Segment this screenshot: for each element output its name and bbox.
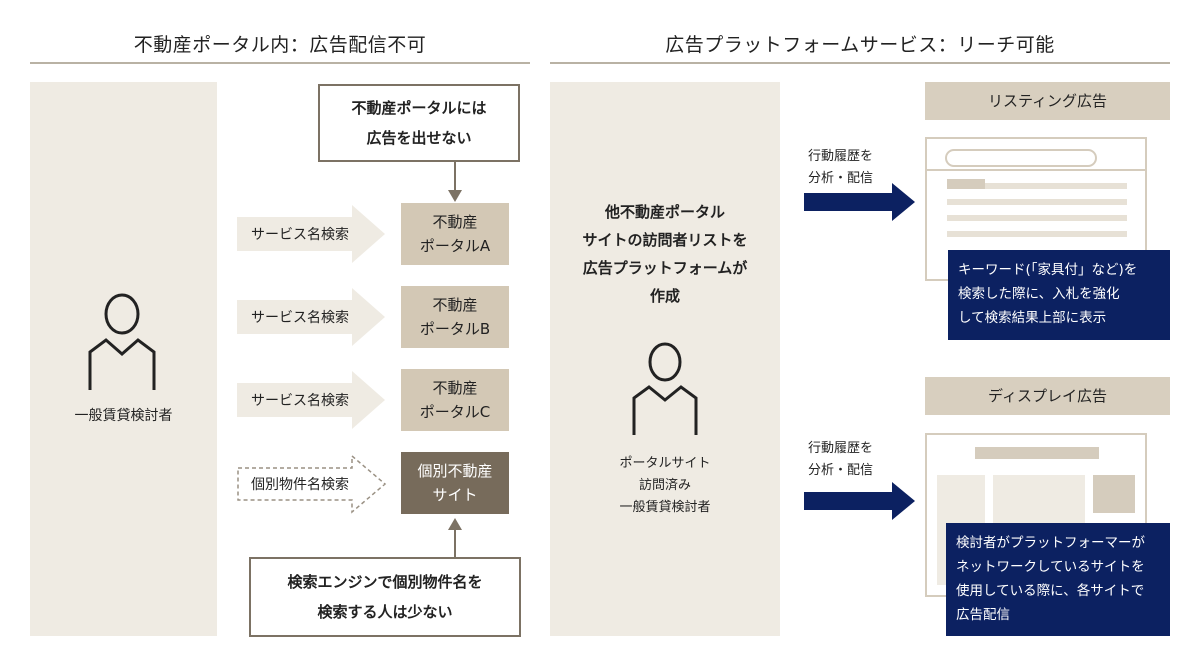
platform-panel [550,82,780,636]
analysis-label-2: 行動履歴を 分析・配信 [808,438,873,482]
portal-c-box: 不動産ポータルC [401,369,509,431]
search-row-a: サービス名検索 [237,205,387,263]
portal-b-line-2: ポータルB [419,320,491,338]
analysis-1-line-2: 分析・配信 [808,171,874,186]
listing-ad-description: キーワード(「家具付」など)を 検索した際に、入札を強化 して検索結果上部に表示 [948,250,1170,340]
portal-a-line-2: ポータルA [419,237,491,255]
platform-desc-line-1: 他不動産ポータル [604,203,725,221]
analysis-2-line-1: 行動履歴を [808,441,874,456]
mock-line-3 [947,215,1127,221]
search-label-a: サービス名検索 [251,227,349,243]
portal-a-box: 不動産ポータルA [401,203,509,265]
note-top-line-2: 広告を出せない [366,129,472,147]
analysis-label-1: 行動履歴を 分析・配信 [808,146,873,190]
search-label-c: サービス名検索 [251,393,349,409]
display-ad-label: ディスプレイ広告 [925,377,1170,415]
display-desc-line-3: 使用している際に、各サイトで [956,583,1145,599]
mock-line-2 [947,199,1127,205]
mock-line-1 [947,179,985,189]
listing-ad-label: リスティング広告 [925,82,1170,120]
visitor-label: ポータルサイト 訪問済み 一般賃貸検討者 [550,453,780,519]
navy-arrow-right-2 [804,482,915,520]
searcher-panel [30,82,217,636]
navy-arrow-right-1 [804,183,915,221]
right-section-title: 広告プラットフォームサービス：リーチ可能 [665,34,1055,56]
platform-desc-line-3: 広告プラットフォームが [582,259,748,277]
analysis-2-line-2: 分析・配信 [808,463,874,478]
mock-search-bar [945,149,1097,167]
search-arrow-b [237,288,385,346]
platform-desc-line-2: サイトの訪問者リストを [582,231,748,249]
listing-desc-line-3: して検索結果上部に表示 [958,310,1107,326]
note-top-line-1: 不動産ポータルには [351,99,487,117]
listing-desc-line-2: 検索した際に、入札を強化 [958,286,1120,302]
portal-b-line-1: 不動産 [432,296,478,314]
portal-c-line-2: ポータルC [419,403,491,421]
individual-site-line-2: サイト [432,486,478,504]
person-icon [88,293,156,390]
portal-c-line-1: 不動産 [432,379,478,397]
search-row-property: 個別物件名検索 [237,455,387,513]
listing-desc-line-1: キーワード(「家具付」など)を [958,262,1138,278]
platform-desc-line-4: 作成 [649,287,680,305]
mock-divider [927,169,1145,171]
display-desc-line-1: 検討者がプラットフォーマーが [956,535,1145,551]
search-label-property: 個別物件名検索 [251,477,349,493]
search-arrow-c [237,371,385,429]
search-row-b: サービス名検索 [237,288,387,346]
portal-a-line-1: 不動産 [432,213,478,231]
display-ad-description: 検討者がプラットフォーマーが ネットワークしているサイトを 使用している際に、各… [946,523,1170,636]
searcher-label: 一般賃貸検討者 [74,408,173,424]
left-title-rule [30,62,530,64]
right-title-rule [550,62,1170,64]
visitor-person-icon [632,342,698,435]
visitor-label-line-2: 訪問済み [638,478,691,493]
note-bottom-line-1: 検索エンジンで個別物件名を [287,573,483,591]
display-mock-header [975,447,1099,459]
display-desc-line-2: ネットワークしているサイトを [956,559,1145,575]
visitor-label-line-1: ポータルサイト [619,456,711,471]
left-section-title: 不動産ポータル内：広告配信不可 [133,34,427,56]
individual-site-box: 個別不動産サイト [401,452,509,514]
mock-line-1b [985,183,1127,189]
note-bottom-line-2: 検索する人は少ない [317,603,453,621]
portal-b-box: 不動産ポータルB [401,286,509,348]
search-label-b: サービス名検索 [251,310,349,326]
display-desc-line-4: 広告配信 [956,607,1010,623]
mock-line-4 [947,231,1127,237]
note-cannot-advertise: 不動産ポータルには広告を出せない [318,84,520,162]
search-row-c: サービス名検索 [237,371,387,429]
note-few-searchers: 検索エンジンで個別物件名を検索する人は少ない [249,557,521,637]
arrow-up-note [448,518,462,558]
display-mock-ad-slot [1093,475,1135,513]
arrow-down-note [448,160,462,202]
visitor-label-line-3: 一般賃貸検討者 [619,500,711,515]
platform-description: 他不動産ポータル サイトの訪問者リストを 広告プラットフォームが 作成 [550,198,780,310]
individual-site-line-1: 個別不動産 [417,462,493,480]
analysis-1-line-1: 行動履歴を [808,149,874,164]
search-arrow-property [237,454,387,514]
search-arrow-a [237,205,385,263]
